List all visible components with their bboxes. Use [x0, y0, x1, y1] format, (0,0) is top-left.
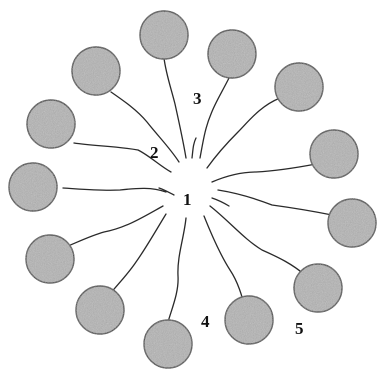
particle-left-upper	[27, 100, 75, 148]
label-5: 5	[295, 319, 304, 338]
strand-left-lower	[68, 206, 163, 246]
strand-bottom-right	[204, 216, 245, 308]
particle-right-upper	[310, 130, 358, 178]
strand-tail-1	[159, 188, 174, 195]
strand-bottom-center	[168, 218, 186, 322]
particle-top-2	[208, 30, 256, 78]
particle-upper-right	[275, 63, 323, 111]
strand-bottom-left	[110, 214, 166, 294]
strand-upper-left	[111, 92, 179, 162]
label-4: 4	[201, 312, 210, 331]
strand-top-1	[164, 58, 186, 158]
label-2: 2	[150, 143, 159, 162]
strand-tail-3	[192, 138, 196, 158]
label-center: 1	[183, 190, 192, 209]
strand-right-lower	[210, 206, 305, 275]
particle-left	[9, 163, 57, 211]
strand-right-upper	[212, 164, 316, 182]
particle-bottom-left	[76, 286, 124, 334]
particle-top-1	[140, 11, 188, 59]
particle-upper-left	[72, 47, 120, 95]
particle-bottom-right	[225, 296, 273, 344]
strand-left	[63, 188, 166, 192]
number-labels: 1 2 3 4 5	[150, 89, 304, 338]
strand-right	[218, 190, 332, 215]
particle-right	[328, 199, 376, 247]
strand-tail-2	[212, 198, 229, 206]
particle-bottom-center	[144, 320, 192, 368]
strand-upper-right	[207, 98, 280, 168]
particle-left-lower	[26, 235, 74, 283]
particle-right-lower	[294, 264, 342, 312]
label-3: 3	[193, 89, 202, 108]
particles	[9, 11, 376, 368]
